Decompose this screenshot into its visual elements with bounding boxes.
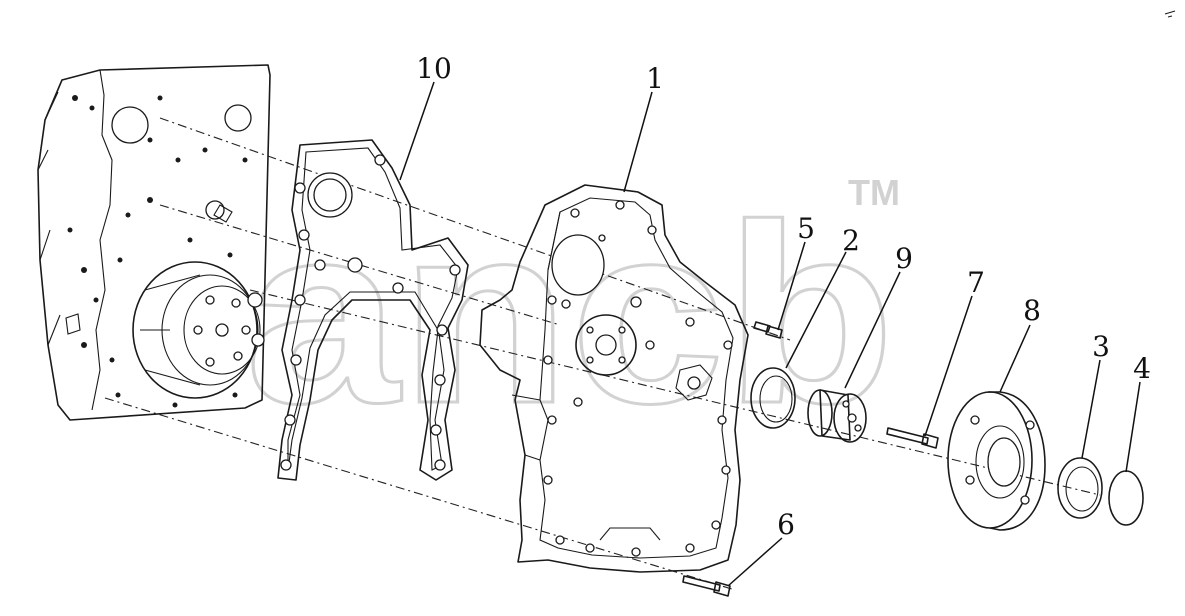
gasket [277, 139, 469, 481]
watermark-tm: TM [848, 172, 900, 213]
callout-8: 8 [1023, 294, 1041, 327]
watermark: ancb TM [244, 171, 900, 459]
callout-1: 1 [646, 62, 664, 95]
bolt-6 [682, 575, 731, 597]
o-ring-4 [1108, 470, 1144, 526]
callout-5: 5 [797, 212, 815, 245]
callouts: 10 1 5 2 9 7 8 3 4 6 [416, 52, 1151, 541]
pulley-8 [947, 391, 1046, 531]
timing-cover [479, 184, 749, 573]
corner-mark [1164, 10, 1176, 18]
callout-10: 10 [416, 52, 452, 85]
seal-ring-2 [750, 367, 796, 429]
callout-9: 9 [895, 242, 913, 275]
engine-block [37, 64, 271, 421]
bolt-7 [886, 427, 939, 449]
alignment-axes [104, 117, 1101, 591]
bolt-5 [753, 321, 783, 339]
callout-6: 6 [777, 508, 795, 541]
callout-4: 4 [1133, 352, 1151, 385]
callout-3: 3 [1092, 330, 1110, 363]
seal-3 [1057, 457, 1103, 519]
bushing-9 [807, 389, 867, 443]
watermark-text: ancb [245, 172, 895, 457]
callout-7: 7 [967, 266, 985, 299]
callout-2: 2 [842, 224, 860, 257]
leader-lines [399, 81, 1141, 587]
